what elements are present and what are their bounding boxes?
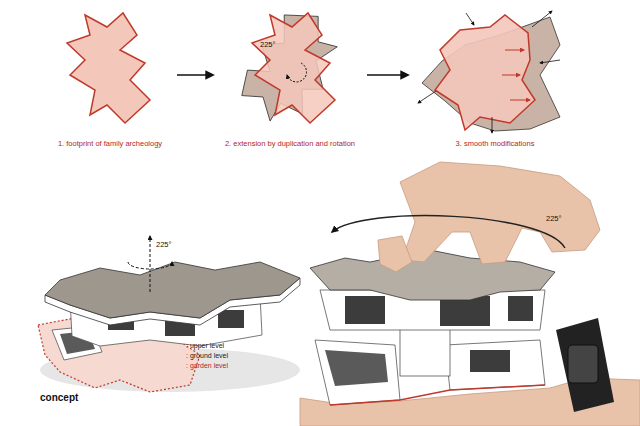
push-arrow [492,117,493,133]
step-arrow [177,74,213,76]
level-label: : ground level [186,351,228,360]
rotation-arrow [287,63,307,82]
footprint-step: 2. extension by duplication and rotation [215,5,365,152]
push-arrow [540,60,560,63]
garden-box-inner [325,350,388,386]
window [470,350,510,372]
angle-label: 225° [546,214,562,223]
thumb [378,236,412,272]
angle-label: 225° [260,40,276,49]
rotation-arrow [128,262,172,269]
pull-arrow [502,75,520,76]
level-label: : upper level [186,341,224,350]
watch-strap [556,318,614,412]
garden-outline [330,385,545,405]
push-arrow [532,11,552,27]
window [508,296,533,321]
rotation-axis [150,236,151,292]
push-arrow [466,13,474,25]
level-label: : garden level [186,361,228,370]
window [345,296,385,324]
model-photo [300,162,640,426]
footprint-shape [45,5,175,135]
pull-arrow [505,50,524,51]
ground-core [400,326,450,376]
garden-box-right [445,340,545,390]
footprint [67,13,150,123]
panel-title: concept [40,392,78,404]
step-caption: 3. smooth modifications [410,139,580,148]
concept-model [38,236,300,392]
smoothed-footprint [435,15,535,130]
window [218,310,244,328]
rotated-copy [223,5,359,135]
upper-level [45,262,300,318]
push-arrow [418,91,436,103]
rotation-arrow [332,216,565,248]
step-caption: 1. footprint of family archeology [45,139,175,148]
pull-arrow [510,100,530,101]
window [440,296,490,326]
garden-box [315,340,400,405]
footprint-step: 3. smooth modifications [410,5,580,152]
watch-face [568,345,598,383]
upper-hand [400,162,600,264]
upper-slab [310,250,555,300]
step-caption: 2. extension by duplication and rotation [215,139,365,148]
footprint [252,13,335,123]
angle-label: 225° [156,240,172,249]
step-arrow [367,74,408,76]
footprint-shape [215,5,365,135]
footprint-step: 1. footprint of family archeology [45,5,175,152]
footprint-shape [410,5,580,135]
